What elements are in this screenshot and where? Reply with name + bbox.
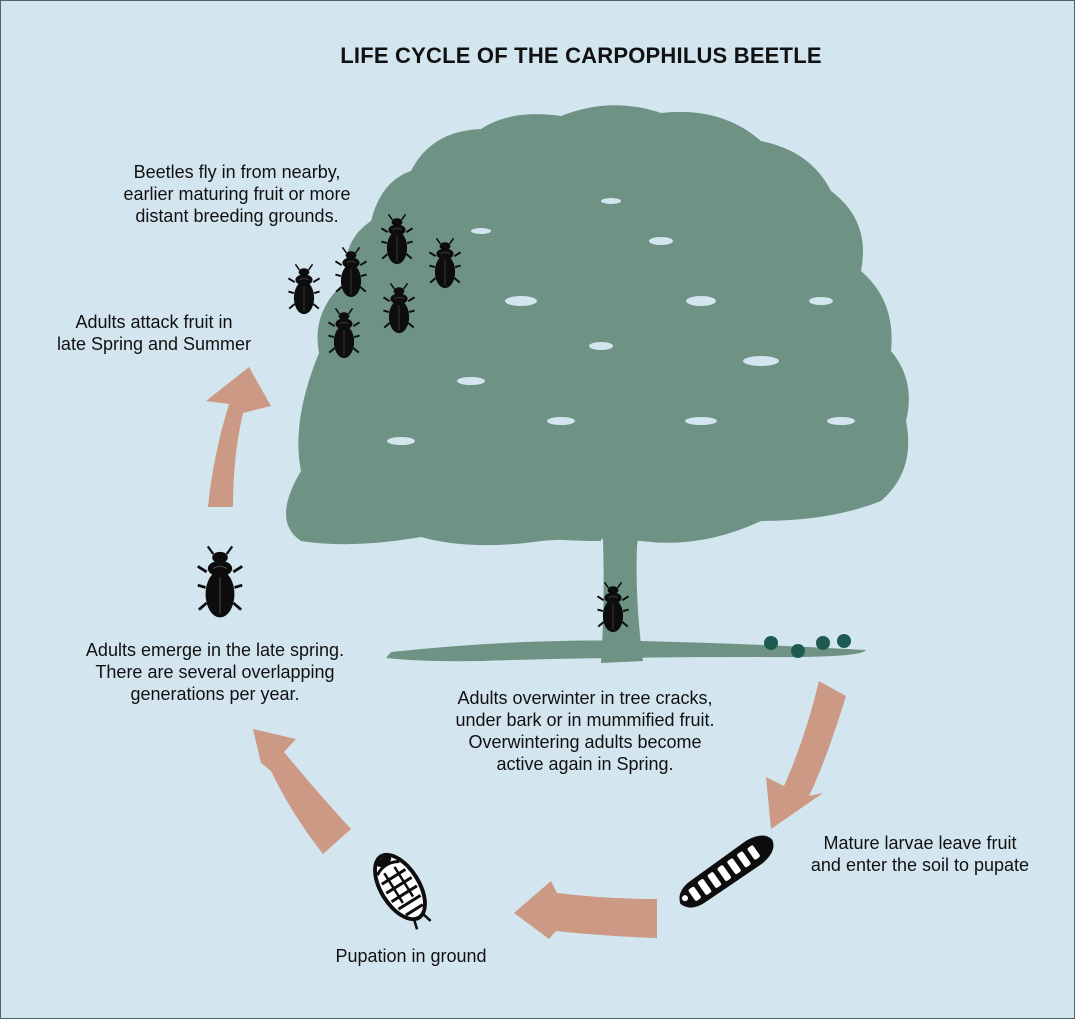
fruit-icon bbox=[764, 634, 851, 658]
cycle-arrow-icon bbox=[206, 367, 846, 939]
label-pupation: Pupation in ground bbox=[335, 946, 487, 966]
diagram-title: LIFE CYCLE OF THE CARPOPHILUS BEETLE bbox=[340, 43, 822, 68]
label-larvae: Mature larvae leave fruit and enter the … bbox=[810, 833, 1030, 875]
label-overwinter: Adults overwinter in tree cracks, under … bbox=[455, 688, 715, 774]
larva-icon bbox=[679, 835, 774, 908]
label-attack: Adults attack fruit in late Spring and S… bbox=[56, 312, 252, 354]
label-emerge: Adults emerge in the late spring. There … bbox=[85, 640, 345, 704]
canopy-gaps bbox=[387, 198, 855, 445]
label-fly-in: Beetles fly in from nearby, earlier matu… bbox=[123, 162, 351, 226]
pupa-icon bbox=[373, 852, 432, 930]
